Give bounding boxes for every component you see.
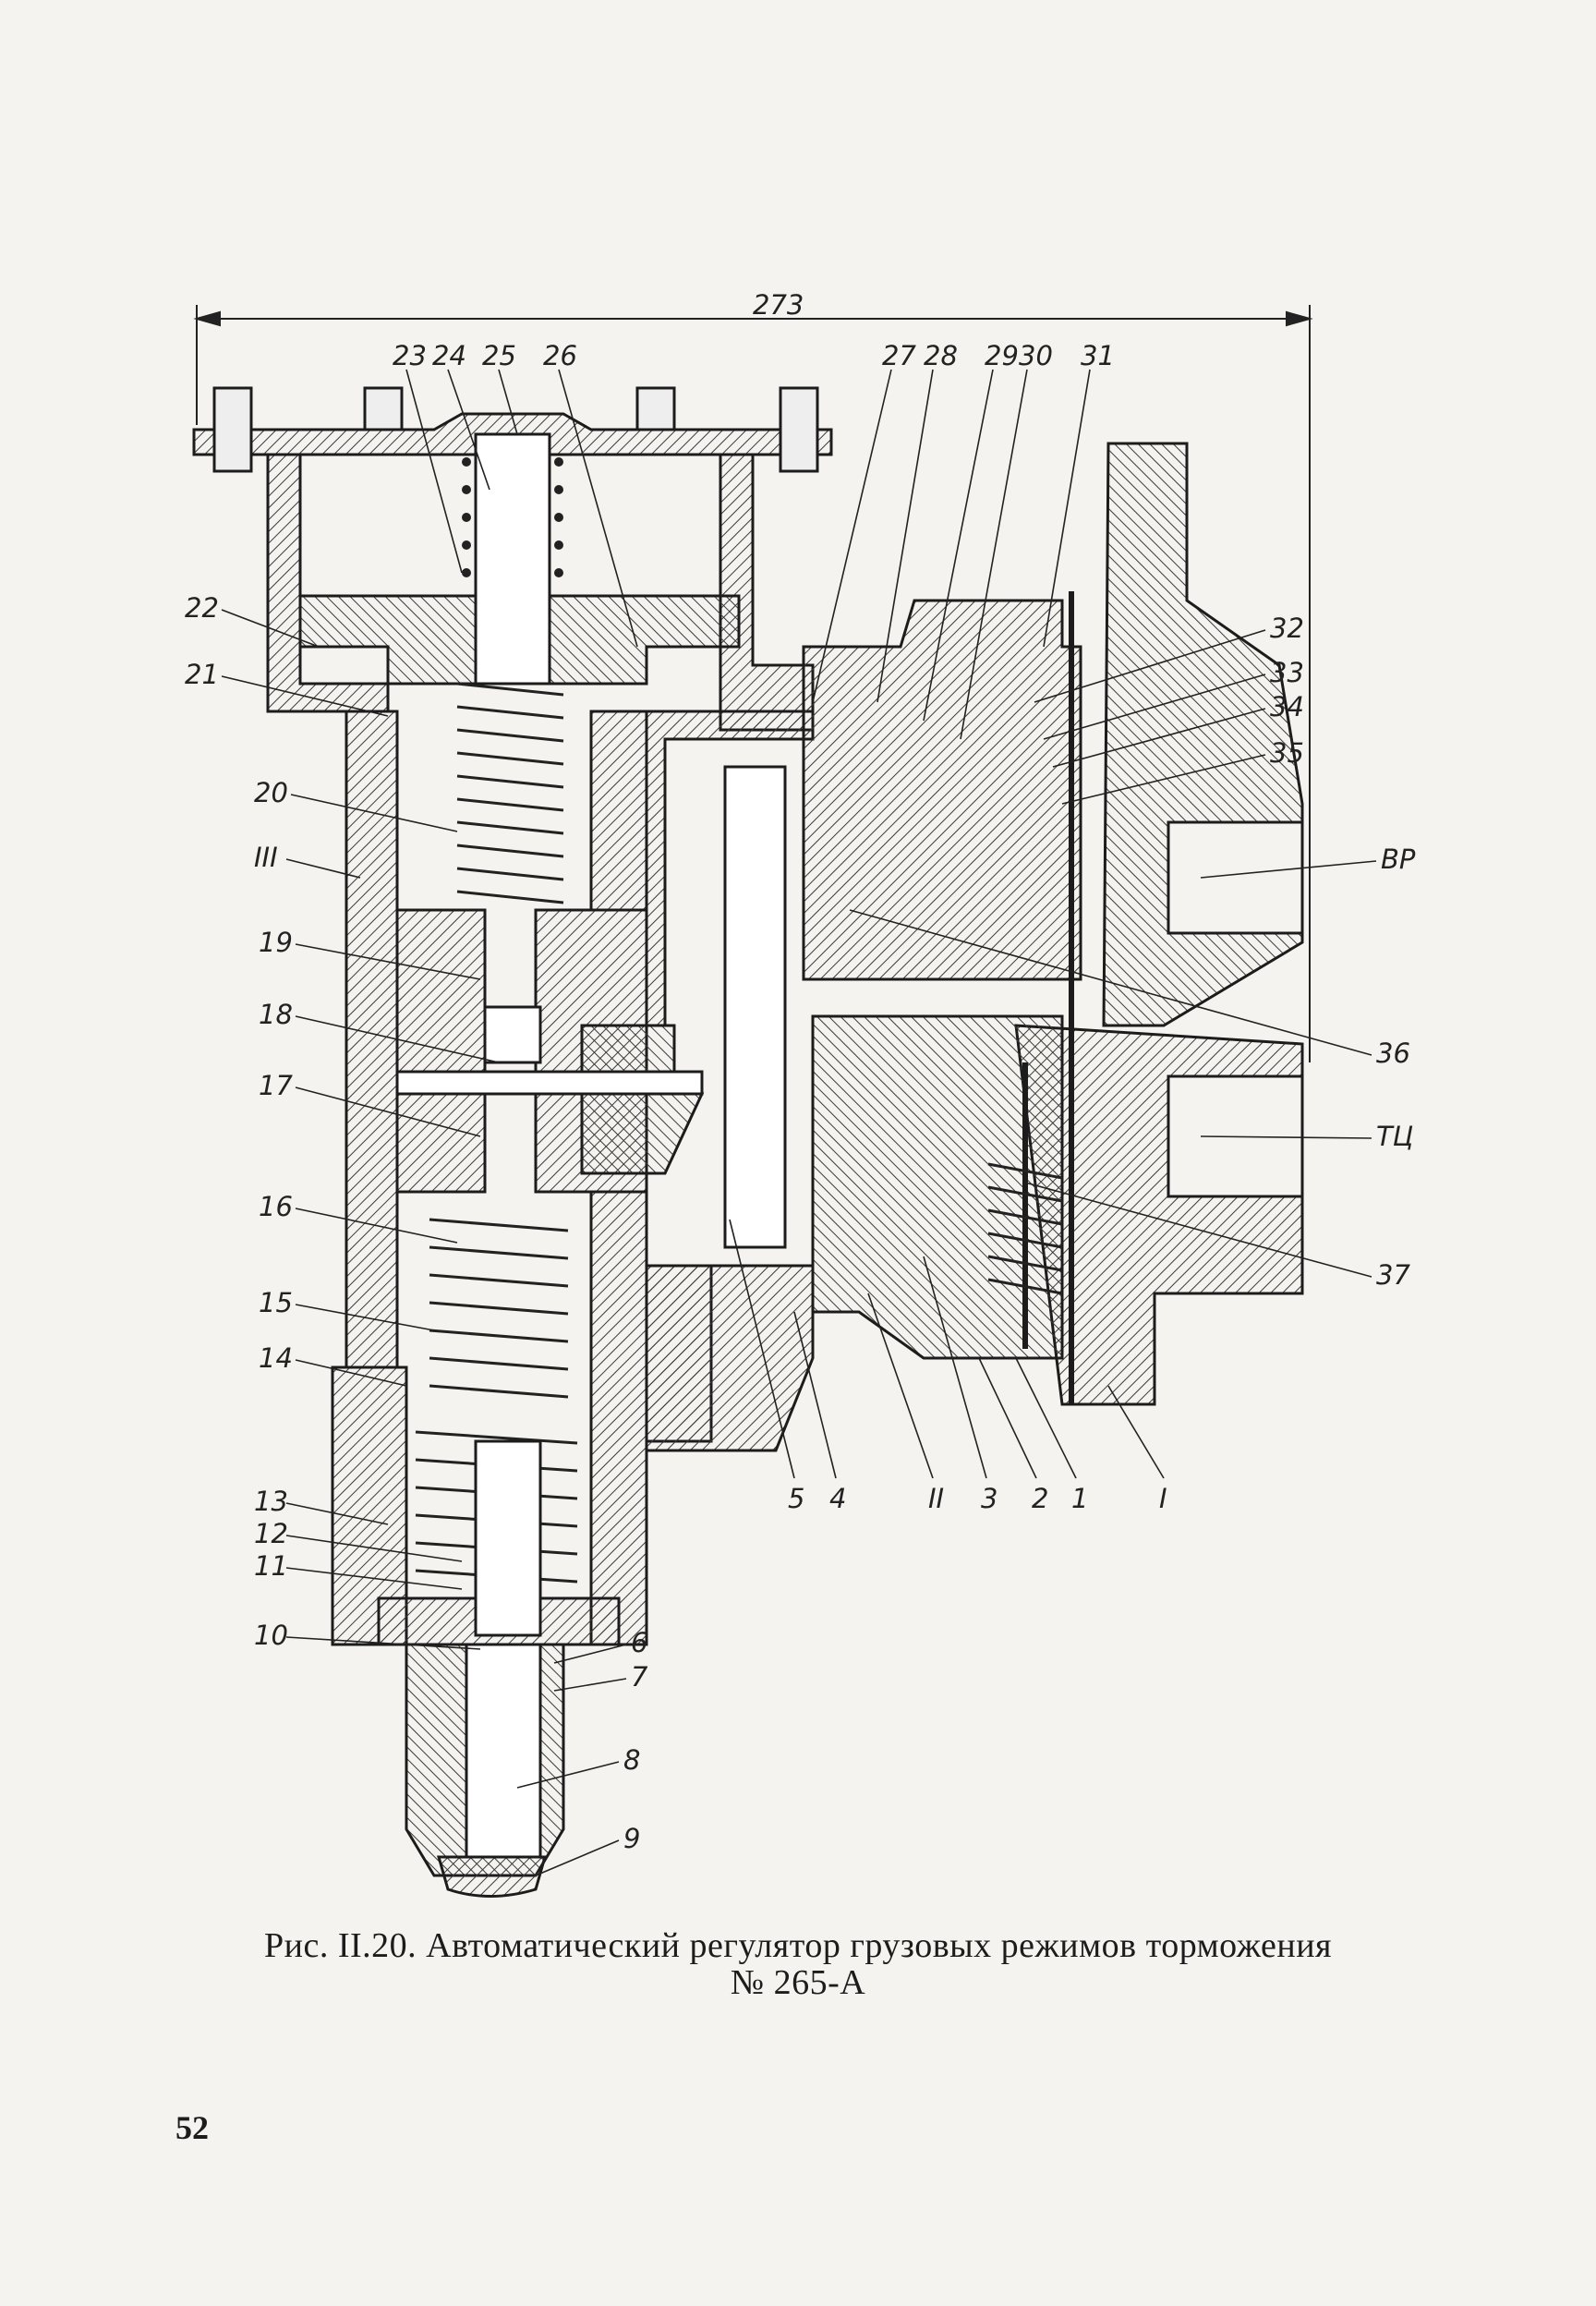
- label-12: 12: [254, 1518, 288, 1549]
- figure-caption-line2: № 265-А: [730, 1963, 866, 2002]
- label-4: 4: [829, 1483, 846, 1514]
- label-6: 6: [631, 1627, 647, 1658]
- label-5: 5: [788, 1483, 804, 1514]
- label-2: 2: [1032, 1483, 1048, 1514]
- right-leaders: [849, 629, 1377, 1278]
- label-18: 18: [259, 999, 293, 1030]
- label-III: III: [254, 842, 278, 873]
- top-leaders: [405, 369, 1091, 740]
- bottom-right-labels: 5 4 II 3 2 1 I: [788, 1483, 1167, 1514]
- label-14: 14: [259, 1342, 293, 1374]
- label-21: 21: [185, 659, 219, 690]
- label-25: 25: [482, 340, 516, 371]
- label-13: 13: [254, 1486, 288, 1517]
- label-9: 9: [623, 1823, 640, 1854]
- label-19: 19: [259, 927, 293, 958]
- label-33: 33: [1270, 657, 1304, 688]
- spring-middle: [456, 682, 564, 904]
- label-10: 10: [254, 1620, 288, 1651]
- lower-spring-right: [987, 1162, 1063, 1295]
- stem-tip: [437, 1855, 547, 1898]
- label-27: 27: [882, 340, 916, 371]
- label-II: II: [928, 1483, 944, 1514]
- label-VR: ВР: [1381, 844, 1416, 875]
- label-17: 17: [259, 1070, 293, 1101]
- label-26: 26: [543, 340, 577, 371]
- label-8: 8: [623, 1744, 640, 1776]
- page-number: 52: [175, 2109, 209, 2146]
- label-22: 22: [185, 592, 219, 624]
- cover-bolts: [212, 386, 819, 473]
- right-labels: 32 33 34 35 ВР 36 ТЦ 37: [1270, 613, 1416, 1291]
- label-20: 20: [254, 777, 288, 808]
- label-TC: ТЦ: [1376, 1121, 1413, 1152]
- label-28: 28: [924, 340, 958, 371]
- label-31: 31: [1081, 340, 1115, 371]
- label-29: 29: [985, 340, 1019, 371]
- label-24: 24: [432, 340, 466, 371]
- dimension-value: 273: [753, 289, 804, 321]
- left-leaders: [221, 609, 500, 1650]
- label-15: 15: [259, 1287, 293, 1318]
- label-35: 35: [1270, 737, 1304, 769]
- figure-caption-line1: Рис. II.20. Автоматический регулятор гру…: [263, 1926, 1333, 1965]
- regulator-body-right: [645, 442, 1304, 1452]
- label-32: 32: [1270, 613, 1304, 644]
- label-1: 1: [1071, 1483, 1088, 1514]
- stem-leaders: [516, 1644, 627, 1876]
- label-34: 34: [1270, 691, 1304, 722]
- dimension-line: [193, 305, 1313, 1062]
- spring-upper: [462, 457, 563, 577]
- label-I: I: [1159, 1483, 1167, 1514]
- label-36: 36: [1376, 1038, 1410, 1069]
- left-labels: 22 21 20 III 19 18 17 16 15 14 13 12 11 …: [185, 592, 293, 1651]
- bottom-leaders: [729, 1219, 1165, 1479]
- stem-labels: 6 7 8 9: [623, 1627, 648, 1854]
- label-23: 23: [393, 340, 427, 371]
- label-3: 3: [981, 1483, 998, 1514]
- top-labels: 23 24 25 26 27 28 29 30 31: [393, 340, 1115, 371]
- central-rod: [465, 432, 551, 1859]
- label-30: 30: [1019, 340, 1053, 371]
- label-37: 37: [1376, 1259, 1410, 1291]
- label-11: 11: [254, 1550, 288, 1582]
- label-16: 16: [259, 1191, 293, 1222]
- label-7: 7: [631, 1661, 648, 1693]
